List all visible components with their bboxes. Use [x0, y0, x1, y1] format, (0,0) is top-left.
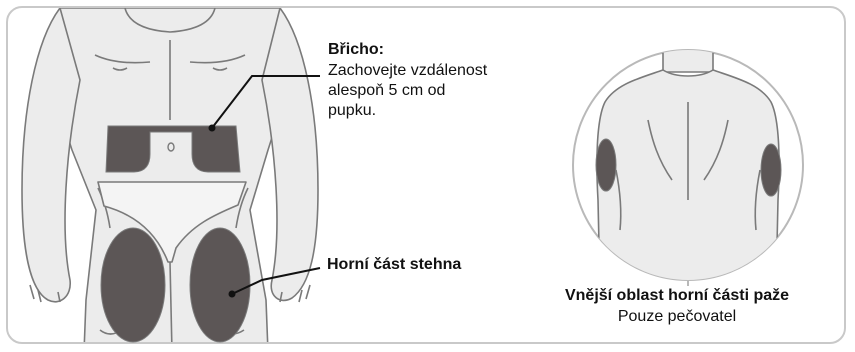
left-arm: [22, 8, 80, 302]
thigh-pointer-dot: [229, 291, 236, 298]
left-arm-injection-zone: [596, 139, 616, 191]
right-thigh-injection-zone: [190, 228, 250, 342]
right-arm: [262, 8, 318, 300]
right-arm-injection-zone: [761, 144, 781, 196]
left-thigh-injection-zone: [101, 228, 165, 342]
abdomen-instruction: Zachovejte vzdálenost alespoň 5 cm od pu…: [328, 61, 538, 121]
abdomen-pointer-dot: [209, 125, 216, 132]
arm-subtitle: Pouze pečovatel: [527, 307, 827, 327]
arm-title: Vnější oblast horní části paže: [527, 286, 827, 306]
front-body-figure: [22, 8, 318, 352]
thigh-title: Horní část stehna: [327, 255, 461, 275]
abdomen-title: Břicho:: [328, 40, 384, 60]
